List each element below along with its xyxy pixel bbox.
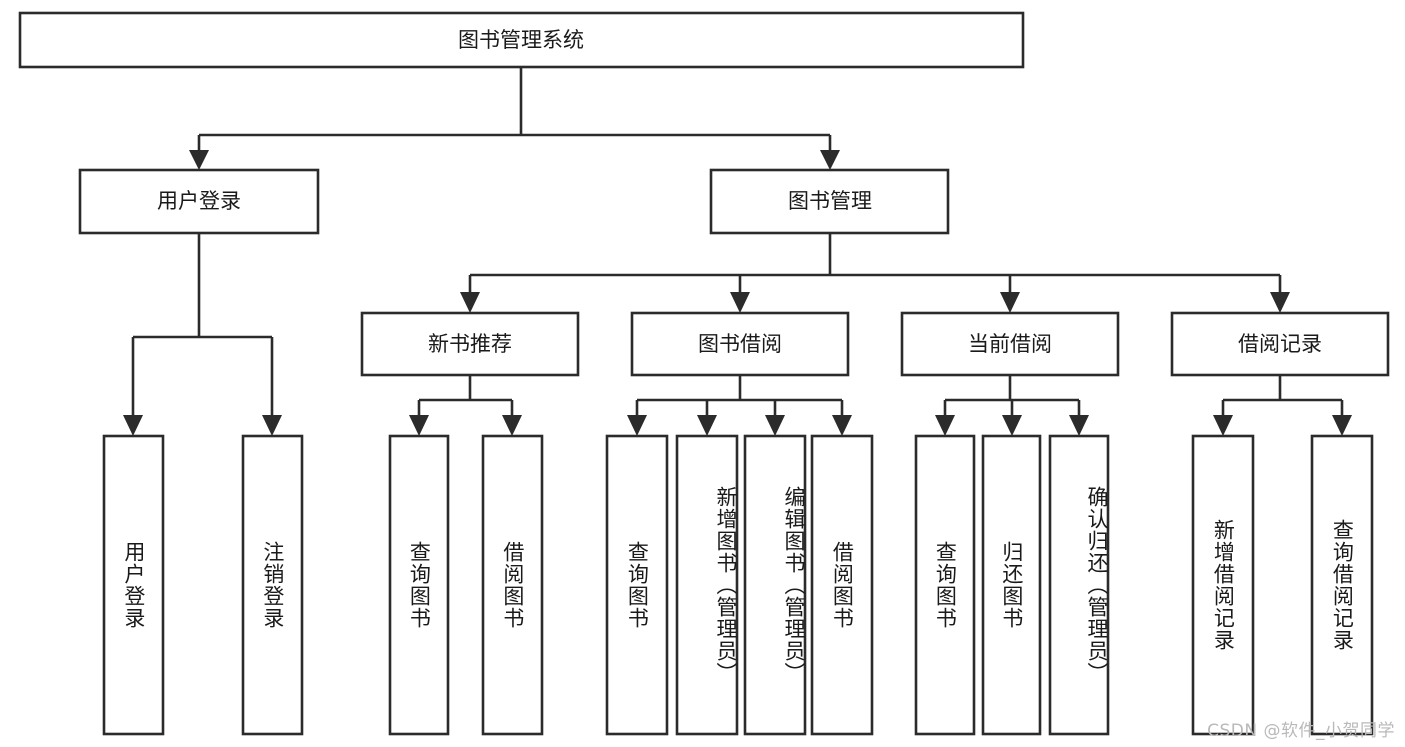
leaf-box-borrow-book-newbook[interactable] [481, 434, 544, 736]
node-current-borrow[interactable]: 当前借阅 [900, 311, 1120, 377]
node-book-borrow-label: 图书借阅 [698, 332, 782, 356]
node-user-login[interactable]: 用户登录 [78, 168, 320, 235]
node-root[interactable]: 图书管理系统 [18, 11, 1025, 69]
node-book-management-label: 图书管理 [788, 189, 872, 213]
leaf-box-query-book-newbook[interactable] [388, 434, 450, 736]
node-new-book-recommend[interactable]: 新书推荐 [360, 311, 580, 377]
node-new-book-recommend-box[interactable] [360, 311, 580, 377]
leaf-box-query-borrow-record[interactable] [1310, 434, 1374, 736]
connector-root-to-level2 [189, 67, 840, 170]
connector-currentborrow-to-leaves [935, 375, 1089, 436]
node-book-management[interactable]: 图书管理 [709, 168, 950, 235]
node-borrow-record-label: 借阅记录 [1238, 332, 1322, 356]
leaf-box-logout[interactable] [241, 434, 304, 736]
connector-bookborrow-to-leaves [627, 375, 852, 436]
csdn-watermark: CSDN @软件_小贺同学 [1207, 721, 1395, 741]
leaf-box-user-login[interactable] [102, 434, 165, 736]
connector-bookmgmt-to-level3 [460, 233, 1290, 313]
node-root-label: 图书管理系统 [458, 28, 584, 52]
leaf-box-query-book-borrow[interactable] [605, 434, 669, 736]
leaf-box-confirm-return-admin[interactable] [1048, 434, 1110, 736]
node-new-book-recommend-label: 新书推荐 [428, 332, 512, 356]
node-book-management-box[interactable] [709, 168, 950, 235]
node-current-borrow-box[interactable] [900, 311, 1120, 377]
leaf-box-add-borrow-record[interactable] [1191, 434, 1255, 736]
node-borrow-record[interactable]: 借阅记录 [1170, 311, 1390, 377]
node-borrow-record-box[interactable] [1170, 311, 1390, 377]
node-user-login-label: 用户登录 [157, 189, 241, 213]
connector-borrowrecord-to-leaves [1213, 375, 1352, 436]
leaf-box-edit-book-admin[interactable] [743, 434, 807, 736]
node-user-login-box[interactable] [78, 168, 320, 235]
connector-userlogin-to-leaves [123, 233, 282, 436]
leaf-box-borrow-book[interactable] [810, 434, 874, 736]
node-current-borrow-label: 当前借阅 [968, 332, 1052, 356]
connector-newbook-to-leaves [409, 375, 522, 436]
leaf-box-return-book[interactable] [981, 434, 1042, 736]
node-root-box[interactable] [18, 11, 1025, 69]
leaf-boxes [102, 434, 1374, 736]
node-book-borrow-box[interactable] [630, 311, 850, 377]
leaf-box-query-book-current[interactable] [914, 434, 976, 736]
leaf-box-add-book-admin[interactable] [675, 434, 739, 736]
node-book-borrow[interactable]: 图书借阅 [630, 311, 850, 377]
